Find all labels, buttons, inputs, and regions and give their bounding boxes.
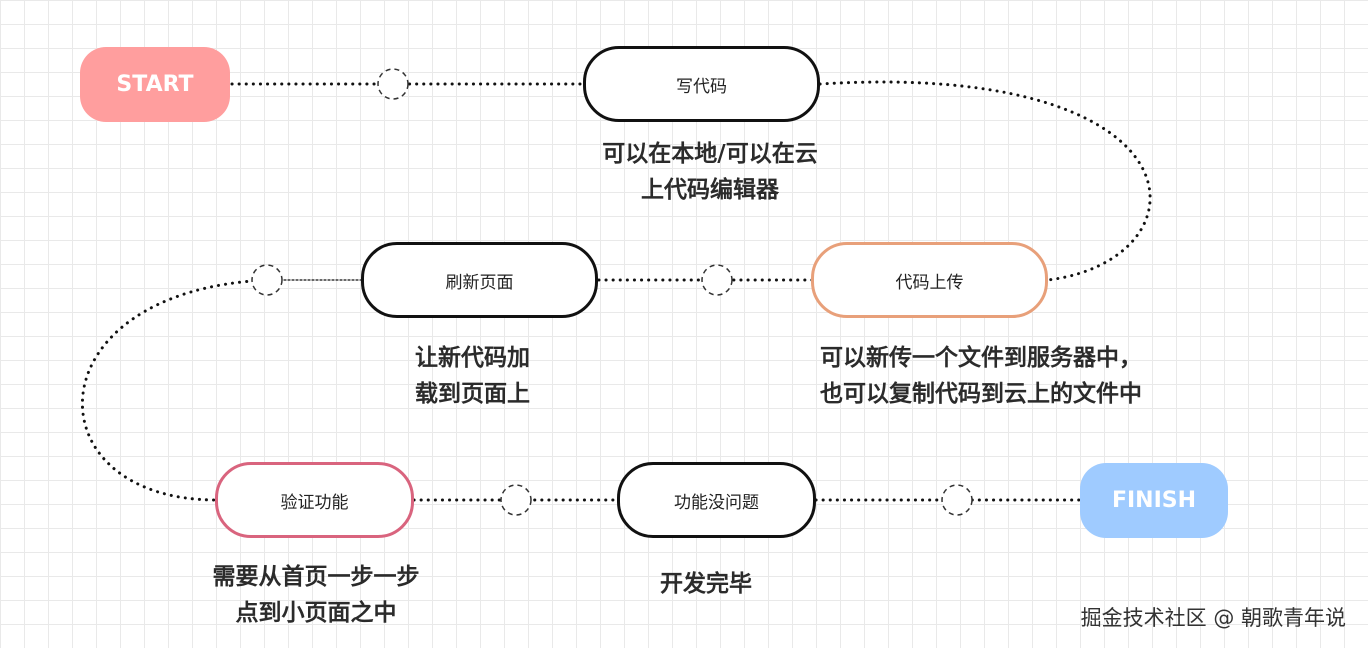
start-node: START xyxy=(80,47,230,122)
upload-code-caption: 可以新传一个文件到服务器中， 也可以复制代码到云上的文件中 xyxy=(820,340,1142,412)
waypoint-2 xyxy=(701,264,733,296)
refresh-page-caption: 让新代码加 载到页面上 xyxy=(415,340,530,412)
upload-code-label: 代码上传 xyxy=(895,272,964,293)
function-ok-label: 功能没问题 xyxy=(674,492,759,513)
upload-code-node: 代码上传 xyxy=(811,242,1048,318)
function-ok-node: 功能没问题 xyxy=(617,462,816,538)
verify-function-caption: 需要从首页一步一步 点到小页面之中 xyxy=(196,559,436,631)
write-code-label: 写代码 xyxy=(676,76,727,97)
caption-line: 需要从首页一步一步 xyxy=(212,564,420,590)
watermark: 掘金技术社区 @ 朝歌青年说 xyxy=(1080,606,1346,630)
write-code-caption: 可以在本地/可以在云 上代码编辑器 xyxy=(585,136,835,208)
connector-loop-to-verify xyxy=(80,278,270,502)
caption-line: 上代码编辑器 xyxy=(641,177,779,203)
caption-line: 让新代码加 xyxy=(415,345,530,371)
caption-line: 载到页面上 xyxy=(415,381,530,407)
waypoint-3 xyxy=(251,264,283,296)
finish-label: FINISH xyxy=(1111,488,1197,513)
write-code-node: 写代码 xyxy=(583,46,820,122)
caption-line: 可以新传一个文件到服务器中， xyxy=(820,345,1142,371)
waypoint-5 xyxy=(941,484,973,516)
caption-line: 也可以复制代码到云上的文件中 xyxy=(820,381,1142,407)
waypoint-1 xyxy=(377,68,409,100)
verify-function-label: 验证功能 xyxy=(280,492,349,513)
caption-line: 点到小页面之中 xyxy=(235,600,397,626)
function-ok-caption: 开发完毕 xyxy=(660,566,752,602)
caption-line: 可以在本地/可以在云 xyxy=(602,141,818,167)
refresh-page-label: 刷新页面 xyxy=(445,272,514,293)
refresh-page-node: 刷新页面 xyxy=(361,242,598,318)
start-label: START xyxy=(116,72,194,97)
finish-node: FINISH xyxy=(1080,463,1228,538)
verify-function-node: 验证功能 xyxy=(215,462,414,538)
caption-line: 开发完毕 xyxy=(660,571,752,597)
waypoint-4 xyxy=(500,484,532,516)
